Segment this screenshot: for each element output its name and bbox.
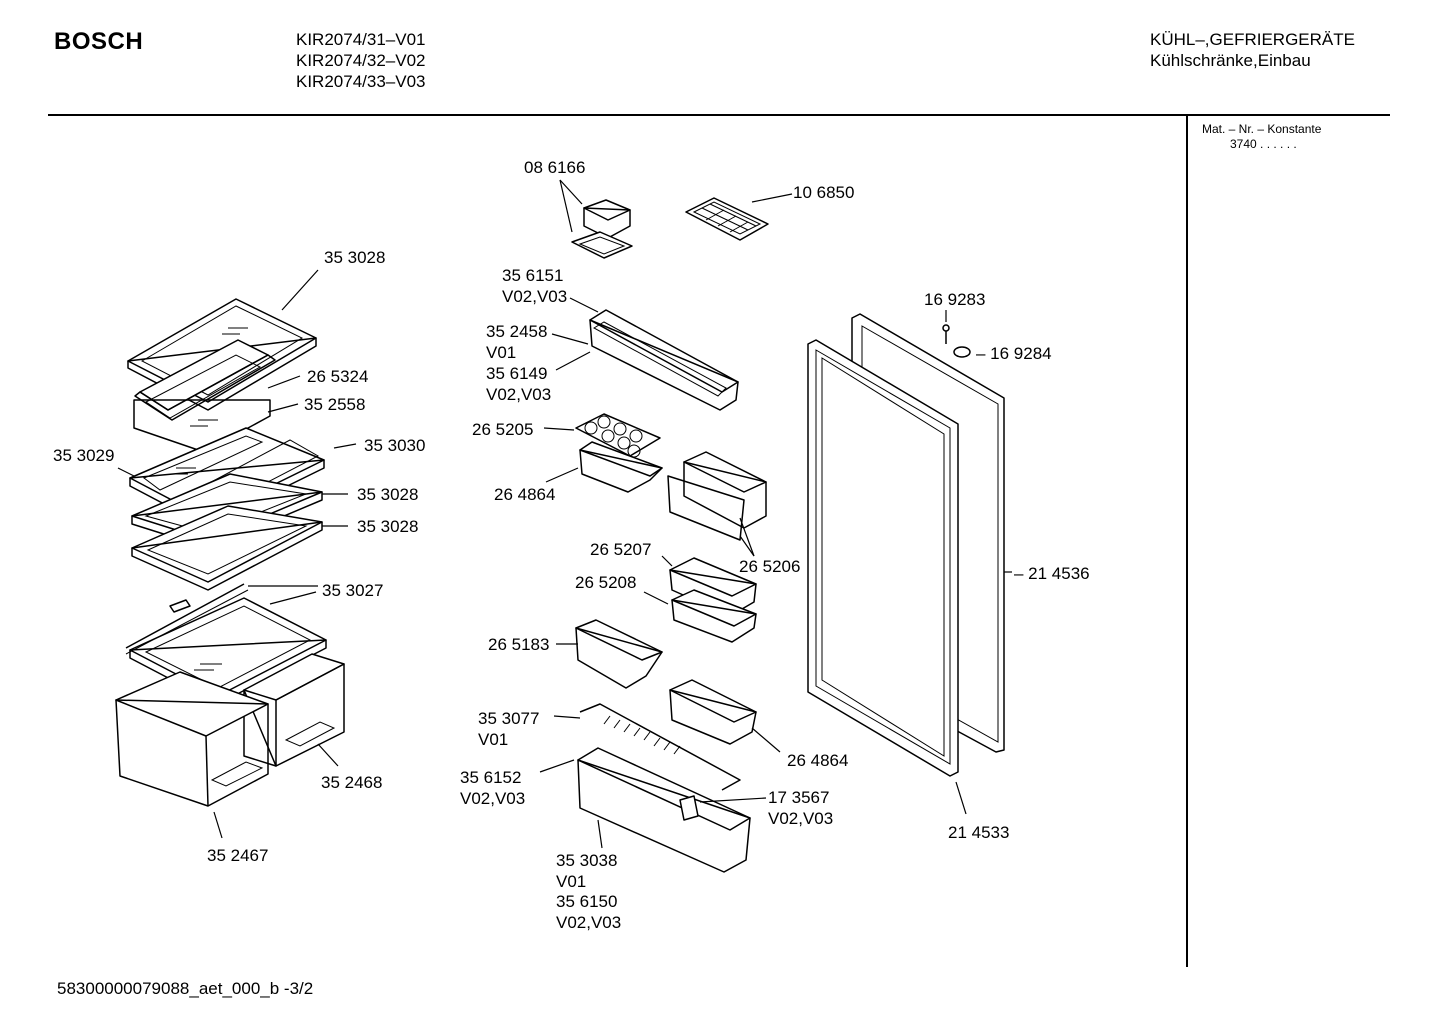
crisper-drawer-right xyxy=(243,653,345,767)
part-label: 26 5206 xyxy=(739,557,801,576)
part-label: 35 3027 xyxy=(322,581,384,600)
part-label-variant: V01 xyxy=(556,872,587,891)
door-gasket xyxy=(807,339,959,777)
part-label: 35 2558 xyxy=(304,395,366,414)
model-number: KIR2074/33–V03 xyxy=(296,72,426,91)
brand-logo: BOSCH xyxy=(54,28,144,55)
part-label: – 21 4536 xyxy=(1014,564,1090,583)
leader-lines xyxy=(117,179,1012,849)
part-label: 08 6166 xyxy=(524,158,586,177)
butter-dish xyxy=(571,199,633,259)
part-label: 35 3030 xyxy=(364,436,426,455)
category-title: KÜHL–,GEFRIERGERÄTE xyxy=(1150,30,1355,49)
part-label: 35 3038 xyxy=(556,851,618,870)
part-label-variant: V02,V03 xyxy=(486,385,552,404)
storage-box-lower xyxy=(671,589,757,643)
small-balcony-upper xyxy=(579,441,663,493)
part-label: 35 2467 xyxy=(207,846,269,865)
document-id: 58300000079088_aet_000_b -3/2 xyxy=(57,979,314,998)
part-label: 16 9283 xyxy=(924,290,986,309)
category-subtitle: Kühlschränke,Einbau xyxy=(1150,51,1311,70)
part-label: 35 3028 xyxy=(324,248,386,267)
part-label: 17 3567 xyxy=(768,788,830,807)
part-label: 35 3077 xyxy=(478,709,540,728)
part-label-variant: V02,V03 xyxy=(556,913,622,932)
part-label: 35 3029 xyxy=(53,446,115,465)
bottle-rack xyxy=(579,703,741,791)
header-divider xyxy=(48,114,1390,116)
part-label-variant: V01 xyxy=(486,343,517,362)
part-label: 21 4533 xyxy=(948,823,1010,842)
egg-tray xyxy=(575,413,661,458)
model-list: KIR2074/31–V01 KIR2074/32–V02 KIR2074/33… xyxy=(296,29,426,92)
part-label: 35 6152 xyxy=(460,768,522,787)
glass-shelf-lower xyxy=(131,505,323,591)
part-label: – 16 9284 xyxy=(976,344,1052,363)
category-block: KÜHL–,GEFRIERGERÄTE Kühlschränke,Einbau xyxy=(1150,29,1355,71)
material-constant-value: 3740 . . . . . . xyxy=(1230,137,1297,151)
part-label-variant: V02,V03 xyxy=(502,287,568,306)
part-label: 26 5205 xyxy=(472,420,534,439)
part-label: 35 2458 xyxy=(486,322,548,341)
model-number: KIR2074/31–V01 xyxy=(296,30,426,49)
part-label: 26 4864 xyxy=(494,485,556,504)
part-label: 35 3028 xyxy=(357,485,419,504)
part-label: 35 6151 xyxy=(502,266,564,285)
part-label: 35 6149 xyxy=(486,364,548,383)
part-label-variant: V01 xyxy=(478,730,509,749)
part-label-variant: V02,V03 xyxy=(768,809,834,828)
door-screw xyxy=(942,324,950,344)
part-label: 35 3028 xyxy=(357,517,419,536)
door-stop xyxy=(953,346,971,358)
ice-cube-tray xyxy=(685,197,769,241)
door-balcony-upper xyxy=(589,309,739,411)
small-balcony-middle xyxy=(575,619,663,689)
part-label: 26 4864 xyxy=(787,751,849,770)
model-number: KIR2074/32–V02 xyxy=(296,51,426,70)
part-label-variant: V02,V03 xyxy=(460,789,526,808)
part-label: 26 5183 xyxy=(488,635,550,654)
small-balcony-lower xyxy=(669,679,757,745)
material-constant-panel: Mat. – Nr. – Konstante 3740 . . . . . . xyxy=(1202,122,1321,152)
bottle-holder xyxy=(667,451,767,541)
part-label: 35 2468 xyxy=(321,773,383,792)
door-balcony-bottom xyxy=(577,747,751,873)
part-label: 26 5207 xyxy=(590,540,652,559)
crisper-drawer-left xyxy=(115,671,269,807)
part-label: 10 6850 xyxy=(793,183,855,202)
material-constant-label: Mat. – Nr. – Konstante xyxy=(1202,122,1322,136)
part-label: 26 5324 xyxy=(307,367,369,386)
part-label: 26 5208 xyxy=(575,573,637,592)
side-panel-divider xyxy=(1186,116,1188,967)
part-label: 35 6150 xyxy=(556,892,618,911)
